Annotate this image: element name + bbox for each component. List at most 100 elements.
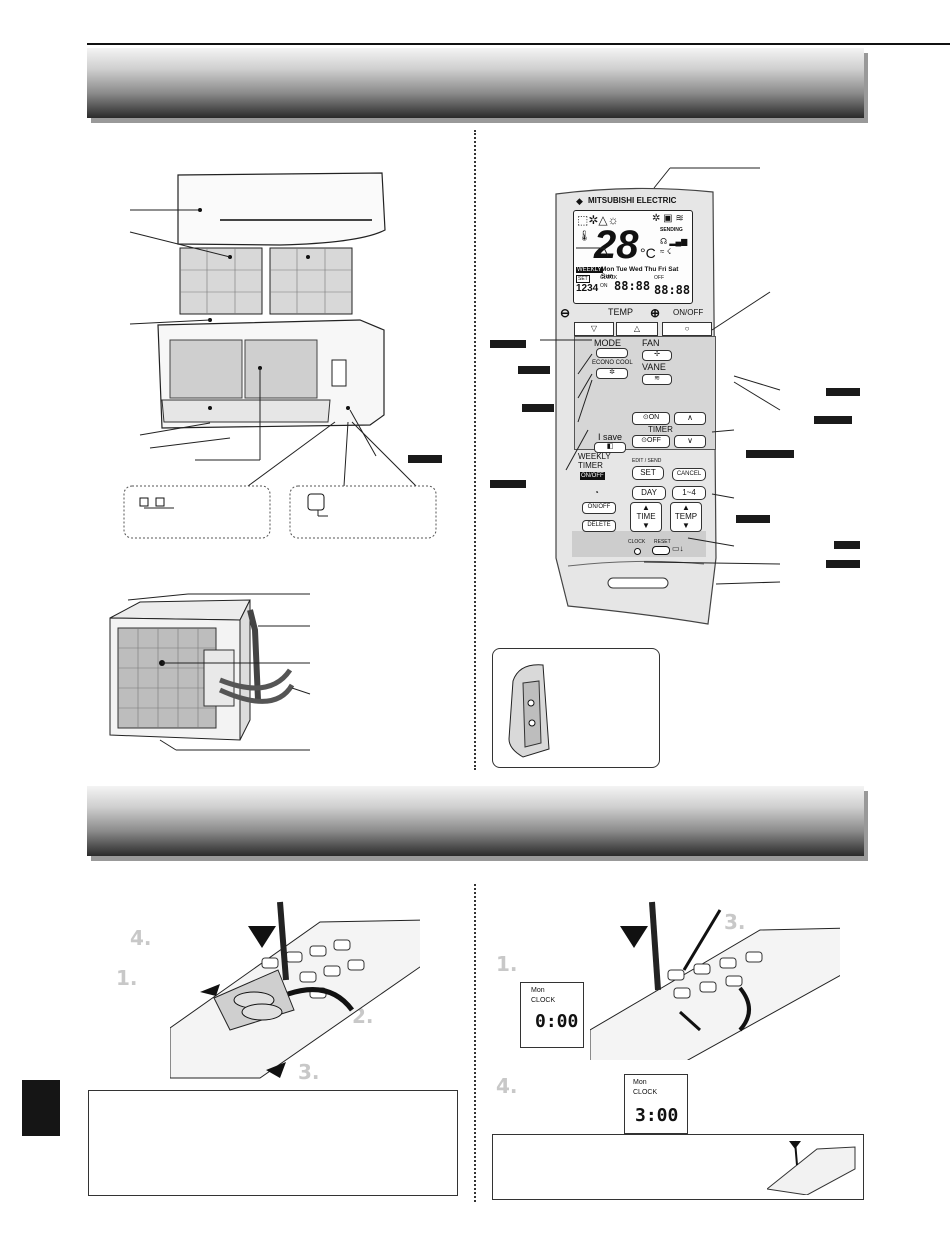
vane-position-icon: ≈ ☇ <box>660 247 672 256</box>
fan-label: FAN <box>642 338 660 348</box>
fan-button[interactable]: ✢ <box>642 350 672 361</box>
onoff-button[interactable]: ○ <box>662 322 712 336</box>
lcd1-time: 0:00 <box>535 1011 579 1032</box>
indoor-unit-illustration <box>123 172 437 539</box>
delete-button[interactable]: DELETE <box>582 520 616 532</box>
heat-exchanger-right <box>244 339 318 399</box>
econo-cool-label: ECONO COOL <box>592 360 633 366</box>
clock-notes-box <box>492 1134 864 1200</box>
operation-panel <box>331 359 347 387</box>
page-ref-chip <box>834 541 860 549</box>
weekly-onoff-button[interactable]: ON/OFF <box>580 472 605 480</box>
temp-minus-icon: ⊖ <box>560 306 571 320</box>
temp-down-button[interactable]: ▽ <box>574 322 614 336</box>
battery-step-3: 3. <box>298 1060 320 1084</box>
reset-label: RESET <box>654 539 671 545</box>
onoff-label: ON/OFF <box>673 308 704 317</box>
brand-label: MITSUBISHI ELECTRIC <box>588 196 677 205</box>
page-ref-chip <box>814 416 852 424</box>
temp-small-button[interactable]: ▲TEMP▼ <box>670 502 702 532</box>
timer-up-button[interactable]: ∧ <box>674 412 706 425</box>
clock-step-1: 1. <box>496 952 518 976</box>
temp-label: TEMP <box>608 307 634 317</box>
isave-button[interactable]: ◧ <box>594 442 626 453</box>
timer-on-button[interactable]: ⊙ON <box>632 412 670 425</box>
econo-cool-button[interactable]: ✲ <box>596 368 628 379</box>
page-ref-chip <box>518 366 550 374</box>
page-ref-chip <box>736 515 770 523</box>
battery-step-1: 1. <box>116 966 138 990</box>
range-button[interactable]: 1~4 <box>672 486 706 500</box>
page-ref-chip <box>746 450 794 458</box>
battery-step-4: 4. <box>130 926 152 950</box>
i-save-indicator-icon: ✲ ▣ ≋ <box>652 213 684 224</box>
lcd1-day: Mon <box>531 987 545 994</box>
battery-icon: ▭↓ <box>672 544 684 553</box>
timer-down-button[interactable]: ∨ <box>674 435 706 448</box>
page-side-tab <box>22 1080 60 1136</box>
timer-numbers: 1234 <box>576 283 599 294</box>
timer-off-button[interactable]: ⊙OFF <box>632 435 670 448</box>
clock-label: CLOCK <box>628 539 646 545</box>
column-divider-top <box>474 130 476 770</box>
page-ref-chip <box>490 340 526 348</box>
mode-label: MODE <box>594 338 621 348</box>
remote-controller: MITSUBISHI ELECTRIC ◆ ⬚✲△☼ ✲ ▣ ≋ 28 °C 🌡… <box>548 186 718 626</box>
clock-button[interactable] <box>634 548 641 555</box>
display-unit: °C <box>640 245 656 261</box>
page-ref-chip <box>826 388 860 396</box>
remote-holder-box <box>492 648 660 768</box>
timer-off-indicator: OFF <box>654 275 664 281</box>
clock-indicator: CLOCK <box>600 275 618 281</box>
lcd2-time: 3:00 <box>635 1105 679 1126</box>
vane-button[interactable]: ≋ <box>642 374 672 385</box>
section-banner-preparation <box>87 786 864 856</box>
air-filters <box>179 247 353 315</box>
timer-label: TIMER <box>648 425 673 434</box>
sending-label: SENDING <box>660 227 683 233</box>
edit-send-label: EDIT / SEND <box>632 458 662 464</box>
set-indicator: SET <box>576 275 590 283</box>
page-ref-chip <box>408 455 442 463</box>
reset-button-illustration <box>767 1140 856 1195</box>
top-rule <box>87 43 950 45</box>
lcd2-label: CLOCK <box>633 1089 658 1096</box>
reset-button[interactable] <box>652 546 670 555</box>
timer-on-indicator: ON <box>600 283 608 289</box>
day-button[interactable]: DAY <box>632 486 666 500</box>
weekly-indicator: WEEKLY <box>576 267 603 273</box>
remote-callout-lines <box>540 167 781 585</box>
off-time-digits: 88:88 <box>654 283 691 297</box>
temp-up-button[interactable]: △ <box>616 322 658 336</box>
clock-step-4: 4. <box>496 1074 518 1098</box>
temp-small-label: TEMP <box>674 512 698 521</box>
page-ref-chip <box>826 560 860 568</box>
timer-off-label: OFF <box>646 437 661 444</box>
clock-symbol-icon: ◔ <box>594 488 599 497</box>
brand-logo-icon: ◆ <box>576 196 583 206</box>
heat-exchanger-left <box>169 339 243 399</box>
isave-label: I save <box>598 432 623 442</box>
weekly-timer-label: WEEKLY TIMER <box>578 452 611 470</box>
cancel-button[interactable]: CANCEL <box>672 468 706 481</box>
time-label: TIME <box>636 512 656 521</box>
set-button[interactable]: SET <box>632 466 664 480</box>
battery-insertion-illustration <box>170 901 420 1079</box>
remote-holder-illustration <box>508 664 550 758</box>
clock-setting-illustration <box>590 901 840 1060</box>
onoff-small-button[interactable]: ON/OFF <box>582 502 616 514</box>
outdoor-unit-illustration <box>109 593 311 751</box>
front-panel <box>177 172 386 246</box>
clock-lcd-blinking: Mon CLOCK 0:00 <box>520 982 584 1048</box>
battery-notes-box <box>88 1090 458 1196</box>
zoom-box-sensor <box>123 485 271 539</box>
column-divider-bottom <box>474 884 476 1202</box>
timer-on-label: ON <box>648 414 660 421</box>
on-time-digits: 88:88 <box>614 279 651 293</box>
remote-display: ⬚✲△☼ ✲ ▣ ≋ 28 °C 🌡 SENDING ☊ ▂▄▆ ≈ ☇ WEE… <box>573 210 693 304</box>
clock-lcd-set: Mon CLOCK 3:00 <box>624 1074 688 1134</box>
display-temperature: 28 <box>594 223 639 267</box>
mode-button[interactable] <box>596 348 628 358</box>
vane-label: VANE <box>642 362 666 372</box>
time-button[interactable]: ▲TIME▼ <box>630 502 662 532</box>
